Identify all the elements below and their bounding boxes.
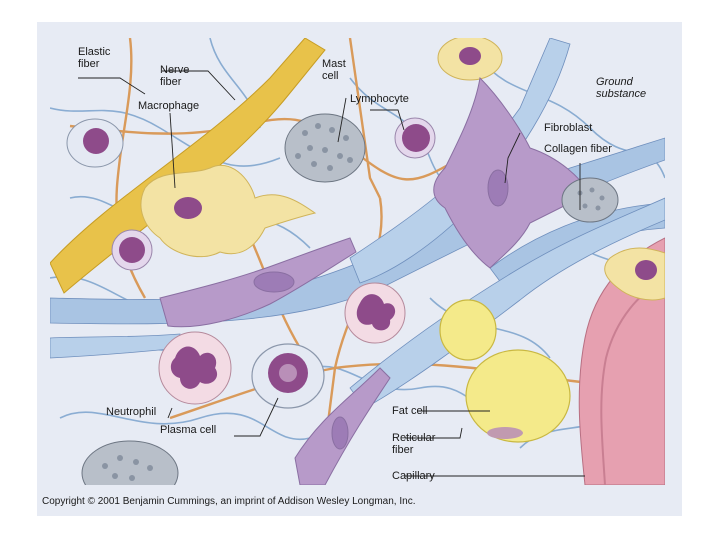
neutrophil bbox=[158, 331, 232, 405]
connective-tissue-illustration bbox=[50, 38, 665, 485]
mast-cell bbox=[284, 113, 366, 183]
label-fibroblast: Fibroblast bbox=[544, 122, 593, 134]
small-cells-left bbox=[66, 118, 153, 271]
label-fat-cell: Fat cell bbox=[392, 405, 428, 417]
plasma-cell-top bbox=[437, 38, 503, 81]
fat-cells bbox=[439, 299, 571, 443]
label-reticular-fiber: Reticular fiber bbox=[392, 432, 436, 456]
label-macrophage: Macrophage bbox=[138, 100, 200, 112]
copyright-notice: Copyright © 2001 Benjamin Cummings, an i… bbox=[42, 496, 416, 507]
label-ground-substance: Ground substance bbox=[596, 76, 647, 100]
macrophage bbox=[140, 164, 317, 258]
label-nerve-fiber: Nerve fiber bbox=[160, 64, 190, 88]
label-lymphocyte: Lymphocyte bbox=[350, 93, 409, 105]
neutrophil-secondary bbox=[344, 282, 406, 344]
label-collagen-fiber: Collagen fiber bbox=[544, 143, 612, 155]
macrophage-right bbox=[604, 247, 665, 301]
label-mast-cell: Mast cell bbox=[322, 58, 346, 82]
label-capillary: Capillary bbox=[392, 470, 435, 482]
lymphocyte bbox=[394, 117, 436, 159]
leader-lines bbox=[78, 70, 585, 477]
mast-cell-bottom bbox=[81, 440, 179, 485]
mast-cell-right bbox=[561, 177, 619, 223]
label-neutrophil: Neutrophil bbox=[106, 406, 157, 418]
label-plasma-cell: Plasma cell bbox=[160, 424, 217, 436]
label-elastic-fiber: Elastic fiber bbox=[78, 46, 111, 70]
fibroblast-cells bbox=[159, 76, 591, 485]
plasma-cell bbox=[251, 343, 325, 409]
collagen-fiber-bundles bbox=[50, 38, 665, 409]
